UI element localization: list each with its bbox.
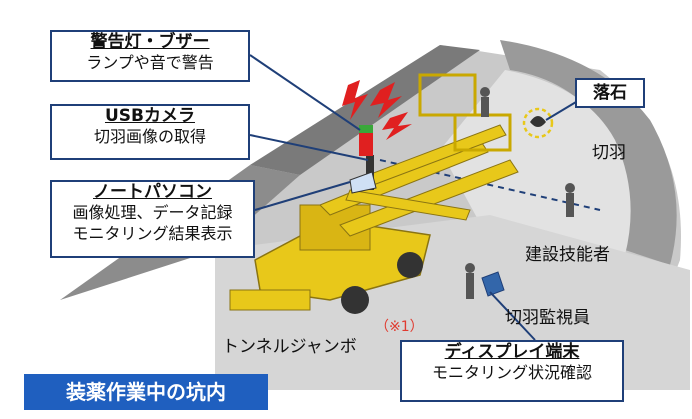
warning-light-desc: ランプや音で警告 bbox=[52, 52, 248, 73]
laptop-callout: ノートパソコン 画像処理、データ記録 モニタリング結果表示 bbox=[50, 180, 255, 258]
usb-camera-desc: 切羽画像の取得 bbox=[52, 126, 248, 147]
laptop-title: ノートパソコン bbox=[52, 182, 253, 202]
rockfall-title: 落石 bbox=[593, 83, 627, 103]
warning-light-title: 警告灯・ブザー bbox=[52, 32, 248, 52]
engineer-label: 建設技能者 bbox=[525, 240, 610, 265]
display-terminal-desc: モニタリング状況確認 bbox=[402, 362, 622, 383]
rockfall-callout: 落石 bbox=[575, 78, 645, 108]
laptop-desc-2: モニタリング結果表示 bbox=[52, 223, 253, 244]
face-label: 切羽 bbox=[592, 138, 626, 163]
usb-camera-title: USBカメラ bbox=[52, 106, 248, 126]
note-mark: （※1） bbox=[375, 316, 424, 336]
warning-light-callout: 警告灯・ブザー ランプや音で警告 bbox=[50, 30, 250, 82]
laptop-desc-1: 画像処理、データ記録 bbox=[52, 202, 253, 223]
display-terminal-callout: ディスプレイ端末 モニタリング状況確認 bbox=[400, 340, 624, 402]
jumbo-label: トンネルジャンボ bbox=[222, 332, 357, 357]
scene-title-banner: 装薬作業中の坑内 bbox=[24, 374, 268, 410]
display-terminal-title: ディスプレイ端末 bbox=[402, 342, 622, 362]
usb-camera-callout: USBカメラ 切羽画像の取得 bbox=[50, 104, 250, 160]
face-monitor-label: 切羽監視員 bbox=[505, 303, 590, 328]
